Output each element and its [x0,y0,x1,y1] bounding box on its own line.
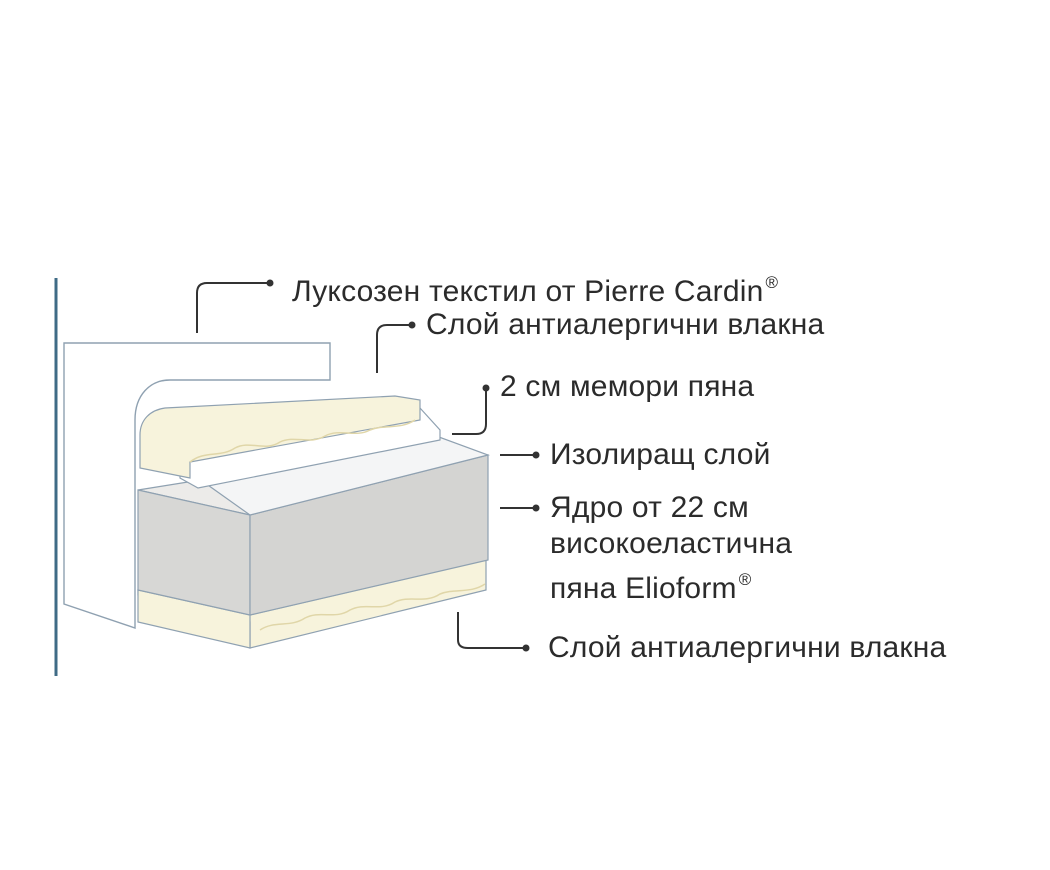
leader-insulating-dot [532,451,540,459]
leader-textile-dot [266,279,274,287]
label-memory-foam: 2 см мемори пяна [500,370,755,403]
registered-mark-icon: ® [738,570,752,589]
leader-memory-foam [452,390,487,435]
fiber-texture-top [189,419,416,463]
fiber-texture-bottom [259,583,486,631]
label-insulating: Изолиращ слой [550,438,771,471]
label-core-line-3-text: пяна Elioform [550,572,737,605]
registered-mark-icon: ® [765,273,779,292]
textile-cover [63,342,331,629]
label-fibers-bottom: Слой антиалергични влакна [548,631,947,664]
leader-fibers-bottom-dot [522,644,530,652]
layer-fibers-top [139,395,421,479]
leader-memory-foam-dot [482,384,490,392]
label-textile: Луксозен текстил от Pierre Cardin® [292,265,778,310]
label-fibers-top: Слой антиалергични влакна [426,308,825,341]
leader-fibers-top [376,324,410,373]
leader-fibers-top-dot [408,321,416,329]
leader-textile [196,282,268,333]
label-core-line-2: високоеластична [550,527,793,560]
label-core: Ядро от 22 см високоеластична пяна Eliof… [550,490,792,607]
label-core-line-3: пяна Elioform® [550,562,792,607]
leader-core-dot [532,504,540,512]
label-core-line-1: Ядро от 22 см [550,491,749,524]
label-textile-text: Луксозен текстил от Pierre Cardin [292,275,764,308]
leader-fibers-bottom [457,612,524,649]
